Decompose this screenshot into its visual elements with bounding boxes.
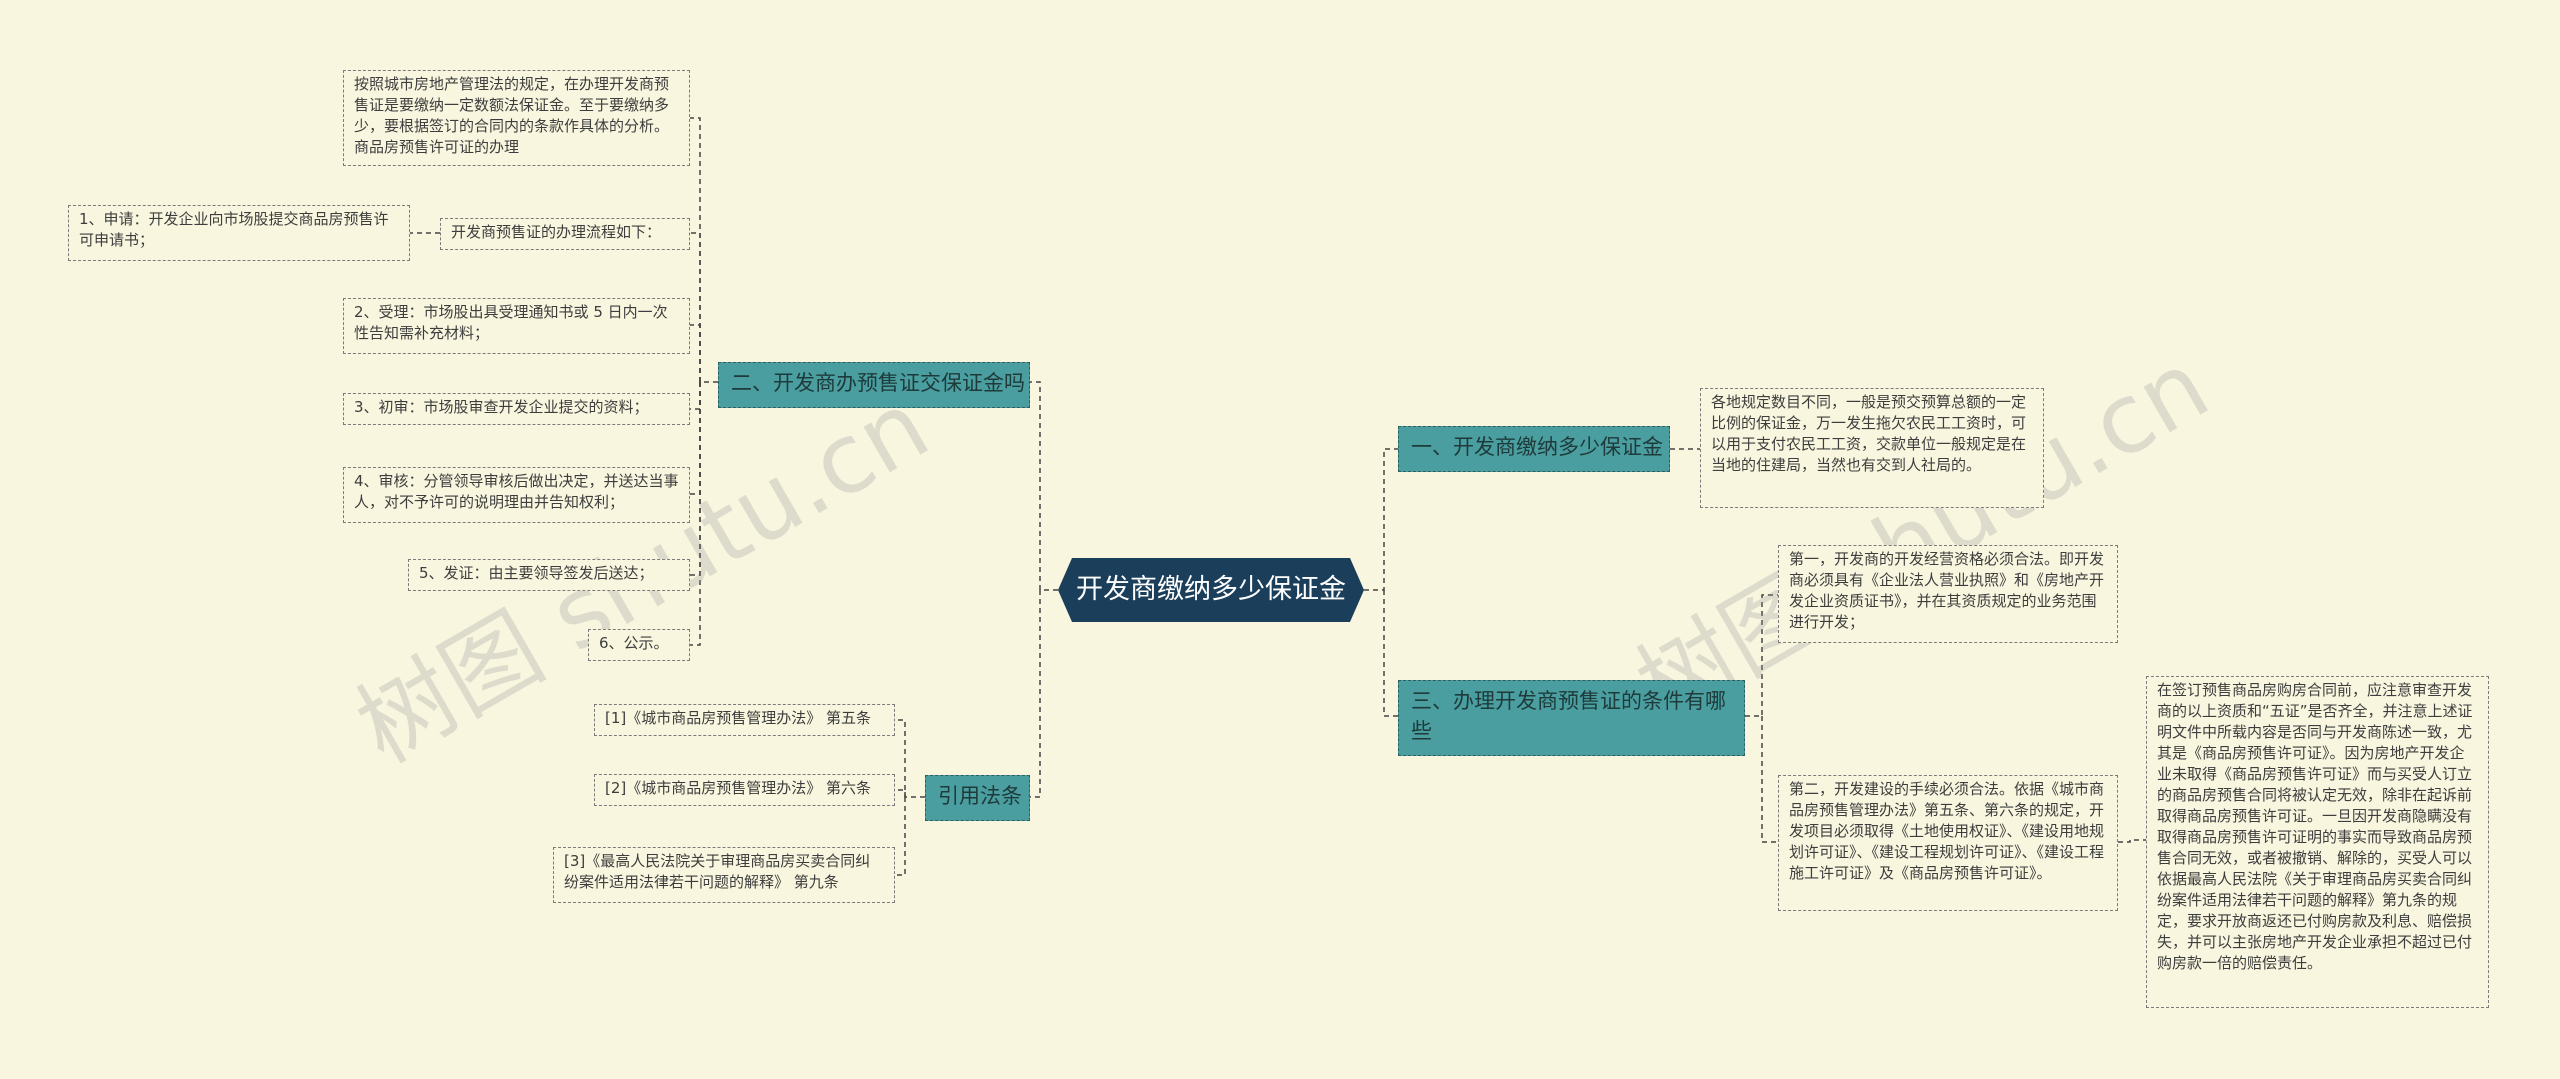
leaf-step-apply: 1、申请：开发企业向市场股提交商品房预售许可申请书； — [68, 205, 410, 261]
leaf-law-2: [2]《城市商品房预售管理办法》 第六条 — [594, 774, 895, 806]
leaf-step-approve: 4、审核：分管领导审核后做出决定，并送达当事人，对不予许可的说明理由并告知权利； — [343, 467, 690, 523]
branch-presale-deposit[interactable]: 二、开发商办预售证交保证金吗 — [718, 362, 1030, 408]
branch-permit-conditions[interactable]: 三、办理开发商预售证的条件有哪些 — [1398, 680, 1745, 756]
leaf-condition-1: 第一，开发商的开发经营资格必须合法。即开发商必须具有《企业法人营业执照》和《房地… — [1778, 545, 2118, 643]
root-shape — [1058, 558, 1364, 622]
leaf-fee-process: 开发商预售证的办理流程如下： — [440, 218, 690, 250]
leaf-fee-intro: 按照城市房地产管理法的规定，在办理开发商预售证是要缴纳一定数额法保证金。至于要缴… — [343, 70, 690, 166]
leaf-condition-2: 第二，开发建设的手续必须合法。依据《城市商品房预售管理办法》第五条、第六条的规定… — [1778, 775, 2118, 911]
leaf-step-issue: 5、发证：由主要领导签发后送达； — [408, 559, 690, 591]
leaf-step-review: 3、初审：市场股审查开发企业提交的资料； — [343, 393, 690, 425]
leaf-condition-2-detail: 在签订预售商品房购房合同前，应注意审查开发商的以上资质和“五证”是否齐全，并注意… — [2146, 676, 2489, 1008]
root-label: 开发商缴纳多少保证金 — [1076, 574, 1346, 605]
branch-label: 二、开发商办预售证交保证金吗 — [731, 371, 1025, 395]
root-node[interactable]: 开发商缴纳多少保证金 — [1058, 558, 1364, 622]
leaf-amount-detail: 各地规定数目不同，一般是预交预算总额的一定比例的保证金，万一发生拖欠农民工工资时… — [1700, 388, 2044, 508]
leaf-law-3: [3]《最高人民法院关于审理商品房买卖合同纠纷案件适用法律若干问题的解释》 第九… — [553, 847, 895, 903]
leaf-step-publicize: 6、公示。 — [588, 629, 690, 661]
branch-label: 一、开发商缴纳多少保证金 — [1411, 435, 1663, 459]
leaf-law-1: [1]《城市商品房预售管理办法》 第五条 — [594, 704, 895, 736]
leaf-step-accept: 2、受理：市场股出具受理通知书或 5 日内一次性告知需补充材料； — [343, 298, 690, 354]
branch-label: 引用法条 — [938, 784, 1022, 808]
branch-cited-law[interactable]: 引用法条 — [925, 775, 1030, 821]
branch-label: 三、办理开发商预售证的条件有哪些 — [1411, 689, 1726, 743]
branch-deposit-amount[interactable]: 一、开发商缴纳多少保证金 — [1398, 426, 1670, 472]
